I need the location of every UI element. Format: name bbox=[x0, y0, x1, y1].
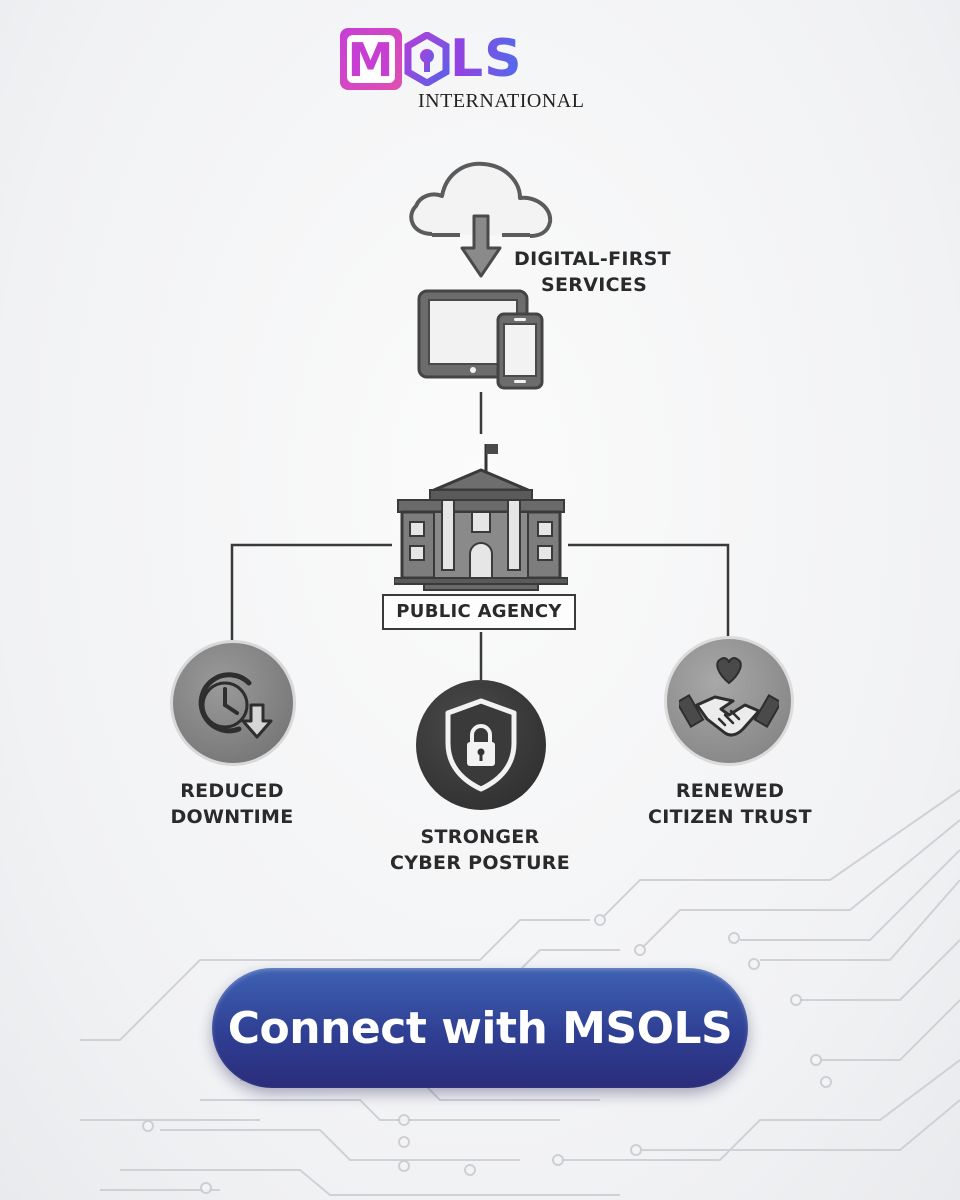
logo-subtitle: INTERNATIONAL bbox=[418, 90, 585, 112]
outcome-label-line: CITIZEN TRUST bbox=[648, 806, 812, 828]
outcome-label-line: CYBER POSTURE bbox=[389, 852, 571, 874]
renewed-citizen-trust-label: RENEWED CITIZEN TRUST bbox=[620, 778, 840, 830]
logo-wordmark: M LS bbox=[340, 24, 523, 94]
tablet-phone-icon bbox=[417, 289, 544, 390]
outcome-label-line: DOWNTIME bbox=[170, 806, 294, 828]
shield-lock-icon bbox=[445, 698, 517, 792]
services-label: DIGITAL-FIRST SERVICES bbox=[514, 246, 714, 298]
clock-download-icon bbox=[198, 672, 273, 739]
msols-logo: M LS INTERNATIONAL bbox=[340, 24, 584, 114]
reduced-downtime-label: REDUCED DOWNTIME bbox=[142, 778, 322, 830]
logo-m-letter: M bbox=[347, 33, 395, 87]
outcome-label-line: STRONGER bbox=[420, 826, 540, 848]
outcome-label-line: REDUCED bbox=[180, 780, 284, 802]
renewed-citizen-trust-circle bbox=[664, 636, 794, 766]
government-building-icon bbox=[394, 444, 568, 591]
logo-text: LS bbox=[450, 29, 523, 89]
public-agency-label: PUBLIC AGENCY bbox=[396, 601, 562, 622]
services-label-line2: SERVICES bbox=[541, 274, 648, 296]
stronger-cyber-posture-label: STRONGER CYBER POSTURE bbox=[360, 824, 600, 876]
logo-m-badge: M bbox=[340, 28, 402, 90]
stronger-cyber-posture-circle bbox=[416, 680, 546, 810]
outcome-label-line: RENEWED bbox=[675, 780, 785, 802]
handshake-heart-icon bbox=[679, 657, 779, 737]
services-label-line1: DIGITAL-FIRST bbox=[514, 248, 671, 270]
reduced-downtime-circle bbox=[170, 640, 296, 766]
logo-hexagon-icon bbox=[404, 32, 450, 86]
public-agency-box: PUBLIC AGENCY bbox=[382, 594, 576, 630]
cloud-download-icon bbox=[409, 161, 553, 278]
connect-with-msols-button[interactable]: Connect with MSOLS bbox=[212, 968, 748, 1088]
